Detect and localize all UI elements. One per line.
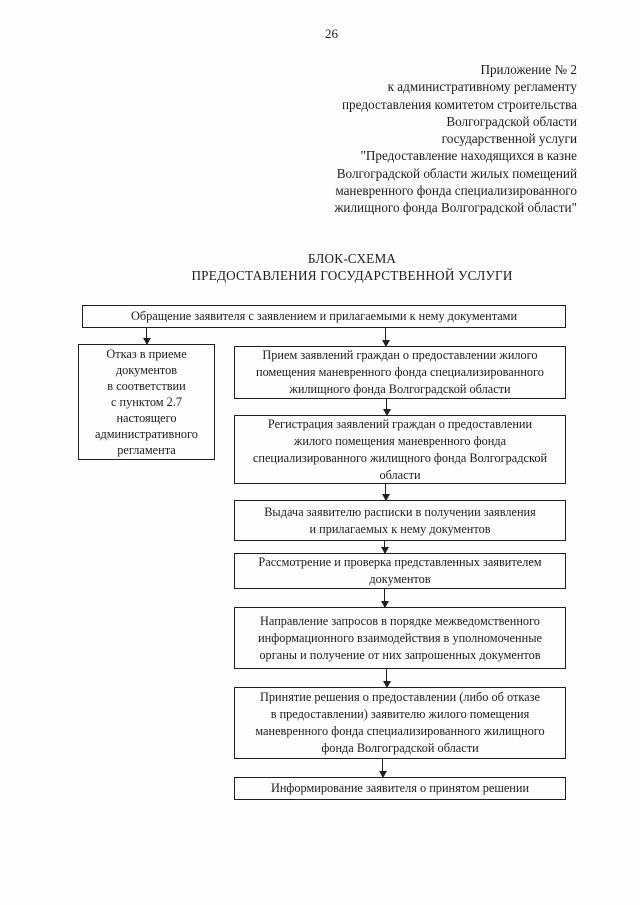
box-documents-refusal: Отказ в приеме документов в соответствии… bbox=[78, 344, 215, 460]
box-application-submission: Обращение заявителя с заявлением и прила… bbox=[82, 305, 566, 328]
box-decision-making: Принятие решения о предоставлении (либо … bbox=[234, 687, 566, 759]
arrow-down-to-review bbox=[381, 541, 390, 554]
box-applicant-notification: Информирование заявителя о принятом реше… bbox=[234, 777, 566, 800]
appendix-header: Приложение № 2 к административному регла… bbox=[334, 62, 577, 216]
arrow-down-to-receipt bbox=[382, 483, 391, 501]
flowchart-title: БЛОК-СХЕМА ПРЕДОСТАВЛЕНИЯ ГОСУДАРСТВЕННО… bbox=[191, 251, 513, 283]
arrow-down-to-decision bbox=[383, 669, 392, 688]
box-applications-reception: Прием заявлений граждан о предоставлении… bbox=[234, 346, 566, 399]
arrow-down-to-registration bbox=[383, 398, 392, 416]
box-interagency-requests: Направление запросов в порядке межведомс… bbox=[234, 607, 566, 669]
arrow-down-to-reception bbox=[382, 327, 391, 347]
box-receipt-issuance: Выдача заявителю расписки в получении за… bbox=[234, 500, 566, 541]
box-documents-review: Рассмотрение и проверка представленных з… bbox=[234, 553, 566, 589]
arrow-down-to-refusal bbox=[143, 327, 152, 345]
box-applications-registration: Регистрация заявлений граждан о предоста… bbox=[234, 415, 566, 484]
page-number: 26 bbox=[325, 26, 338, 41]
arrow-down-to-notification bbox=[379, 758, 388, 778]
arrow-down-to-requests bbox=[381, 589, 390, 608]
